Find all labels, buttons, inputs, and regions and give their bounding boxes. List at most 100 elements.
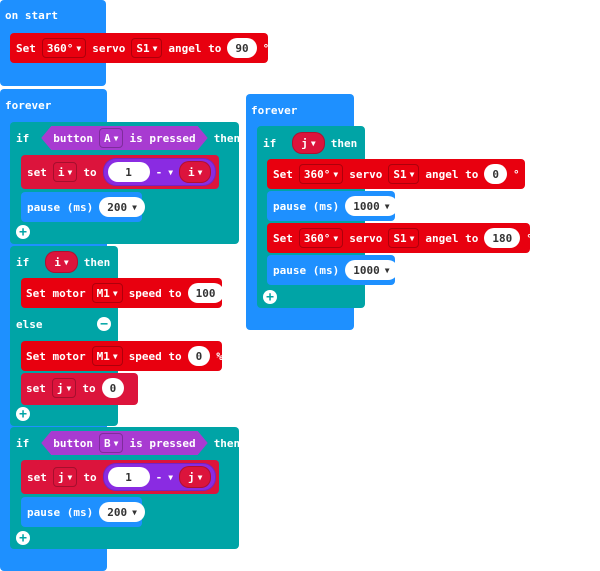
degree-unit: °	[513, 167, 520, 181]
angel-label: angel to	[425, 167, 479, 181]
operator-dropdown[interactable]: -	[155, 470, 163, 484]
speed-input[interactable]: 100	[187, 283, 224, 303]
angel-label: angel to	[168, 41, 222, 55]
if-keyword: if	[16, 255, 30, 269]
variable-dropdown-j[interactable]: j▼	[52, 467, 78, 487]
if-keyword: if	[16, 436, 30, 450]
chevron-down-icon: ▼	[67, 472, 73, 482]
add-branch-icon[interactable]: +	[263, 290, 277, 304]
chevron-down-icon: ▼	[310, 138, 316, 148]
variable-reporter-i[interactable]: i▼	[179, 161, 212, 183]
set-label: Set	[273, 231, 293, 245]
set-motor-label: Set motor	[26, 286, 86, 300]
button-label: button	[53, 436, 93, 450]
percent-unit: %	[229, 286, 237, 300]
button-pressed-condition[interactable]: button A▼ is pressed	[41, 126, 207, 150]
then-keyword: then	[213, 436, 241, 450]
angel-label: angel to	[425, 231, 479, 245]
pause-block-4[interactable]: pause (ms) 1000▼	[267, 255, 398, 285]
subtract-block[interactable]: 1 -▼ j▼	[102, 463, 217, 491]
button-dropdown[interactable]: B▼	[99, 433, 123, 453]
add-branch-icon[interactable]: +	[16, 225, 30, 239]
forever-label: forever	[5, 99, 52, 112]
pause-duration-dropdown[interactable]: 200▼	[99, 197, 145, 217]
chevron-down-icon: ▼	[152, 43, 158, 53]
if-keyword: if	[263, 136, 277, 150]
number-input[interactable]: 1	[107, 467, 150, 487]
add-branch-icon[interactable]: +	[16, 407, 30, 421]
subtract-block[interactable]: 1 -▼ i▼	[102, 158, 217, 186]
chevron-down-icon: ▼	[66, 383, 72, 393]
chevron-down-icon: ▼	[67, 167, 73, 177]
pause-duration-dropdown[interactable]: 1000▼	[345, 260, 398, 280]
variable-reporter-j[interactable]: j▼	[292, 132, 325, 154]
button-dropdown[interactable]: A▼	[99, 128, 123, 148]
chevron-down-icon: ▼	[113, 133, 119, 143]
variable-dropdown-j[interactable]: j▼	[51, 378, 77, 398]
motor-dropdown[interactable]: M1▼	[91, 346, 123, 366]
angle-type-dropdown[interactable]: 360°▼	[298, 228, 344, 248]
is-pressed-label: is pressed	[129, 436, 196, 450]
chevron-down-icon: ▼	[168, 167, 174, 177]
servo-port-dropdown[interactable]: S1▼	[388, 228, 420, 248]
servo-block-on-start[interactable]: Set 360°▼ servo S1▼ angel to 90 °	[10, 33, 269, 63]
percent-unit: %	[216, 349, 223, 363]
to-label: to	[83, 165, 97, 179]
pause-block-3[interactable]: pause (ms) 1000▼	[267, 191, 398, 221]
pause-block-1[interactable]: pause (ms) 200▼	[21, 192, 145, 222]
set-label: set	[27, 165, 47, 179]
motor-block-2[interactable]: Set motor M1▼ speed to 0 %	[21, 341, 223, 371]
set-i-block[interactable]: set i▼ to 1 -▼ i▼	[21, 155, 219, 189]
pause-duration-dropdown[interactable]: 200▼	[99, 502, 145, 522]
angle-type-dropdown[interactable]: 360°▼	[41, 38, 87, 58]
chevron-down-icon: ▼	[76, 43, 82, 53]
button-pressed-condition[interactable]: button B▼ is pressed	[41, 431, 207, 455]
variable-dropdown-i[interactable]: i▼	[52, 162, 78, 182]
chevron-down-icon: ▼	[333, 169, 339, 179]
servo-port-dropdown[interactable]: S1▼	[131, 38, 163, 58]
pause-duration-dropdown[interactable]: 1000▼	[345, 196, 398, 216]
pause-block-2[interactable]: pause (ms) 200▼	[21, 497, 145, 527]
angle-input[interactable]: 180	[484, 228, 521, 248]
servo-block-zero[interactable]: Set 360°▼ servo S1▼ angel to 0 °	[267, 159, 525, 189]
chevron-down-icon: ▼	[409, 169, 415, 179]
speed-input[interactable]: 0	[187, 346, 211, 366]
variable-reporter-i[interactable]: i▼	[45, 251, 78, 273]
add-branch-icon[interactable]: +	[16, 531, 30, 545]
number-input[interactable]: 1	[107, 162, 150, 182]
motor-block-1[interactable]: Set motor M1▼ speed to 100 %	[21, 278, 236, 308]
then-keyword: then	[213, 131, 241, 145]
forever-label: forever	[251, 104, 298, 117]
angle-input[interactable]: 90	[227, 38, 257, 58]
chevron-down-icon: ▼	[168, 472, 174, 482]
variable-reporter-j[interactable]: j▼	[179, 466, 212, 488]
chevron-down-icon: ▼	[112, 288, 118, 298]
if-keyword: if	[16, 131, 30, 145]
chevron-down-icon: ▼	[63, 257, 69, 267]
set-label: set	[26, 381, 46, 395]
chevron-down-icon: ▼	[112, 351, 118, 361]
servo-port-dropdown[interactable]: S1▼	[388, 164, 420, 184]
servo-label: servo	[349, 167, 383, 181]
remove-branch-icon[interactable]: −	[97, 317, 111, 331]
operator-dropdown[interactable]: -	[155, 165, 163, 179]
servo-label: servo	[349, 231, 383, 245]
value-input[interactable]: 0	[101, 378, 125, 398]
is-pressed-label: is pressed	[129, 131, 196, 145]
pause-label: pause (ms)	[27, 200, 94, 214]
speed-label: speed to	[128, 286, 182, 300]
set-j-block[interactable]: set j▼ to 1 -▼ j▼	[21, 460, 219, 494]
servo-block-180[interactable]: Set 360°▼ servo S1▼ angel to 180 °	[267, 223, 533, 253]
servo-label: servo	[92, 41, 126, 55]
to-label: to	[82, 381, 96, 395]
chevron-down-icon: ▼	[384, 265, 390, 275]
set-j-zero-block[interactable]: set j▼ to 0	[21, 373, 138, 405]
chevron-down-icon: ▼	[333, 233, 339, 243]
to-label: to	[83, 470, 97, 484]
motor-dropdown[interactable]: M1▼	[91, 283, 123, 303]
then-keyword: then	[83, 255, 111, 269]
chevron-down-icon: ▼	[132, 202, 137, 212]
angle-input[interactable]: 0	[484, 164, 508, 184]
set-label: Set	[16, 41, 36, 55]
angle-type-dropdown[interactable]: 360°▼	[298, 164, 344, 184]
